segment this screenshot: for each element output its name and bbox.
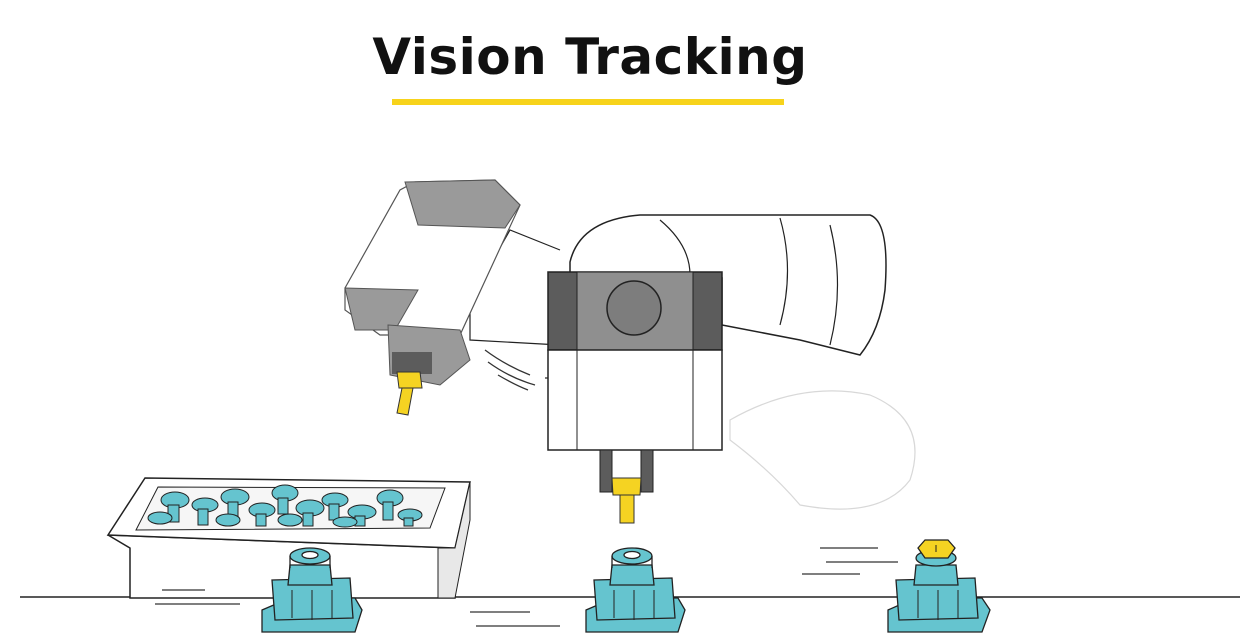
speed-lines bbox=[155, 547, 898, 627]
gripper-right bbox=[640, 449, 654, 493]
page-title: Vision Tracking bbox=[372, 28, 808, 86]
conveyor-part-3-assembled bbox=[887, 539, 991, 633]
bolt-icon-ghost bbox=[396, 371, 423, 416]
conveyor-part-1 bbox=[261, 547, 363, 633]
bin-parts bbox=[147, 484, 423, 528]
robot-head bbox=[547, 271, 723, 524]
robot-arm-ghost-segment bbox=[729, 390, 916, 510]
bolt-icon-installed bbox=[917, 539, 956, 559]
parts-bin-icon bbox=[106, 477, 471, 599]
robot-arm-icon bbox=[344, 179, 887, 524]
robot-arm-upper bbox=[569, 214, 887, 356]
gripper-left bbox=[599, 449, 613, 493]
bolt-icon bbox=[611, 477, 642, 524]
title-underline bbox=[392, 99, 784, 105]
gear-part-icon bbox=[261, 539, 991, 633]
conveyor-part-2 bbox=[585, 547, 686, 633]
robot-head-ghost bbox=[344, 179, 521, 416]
